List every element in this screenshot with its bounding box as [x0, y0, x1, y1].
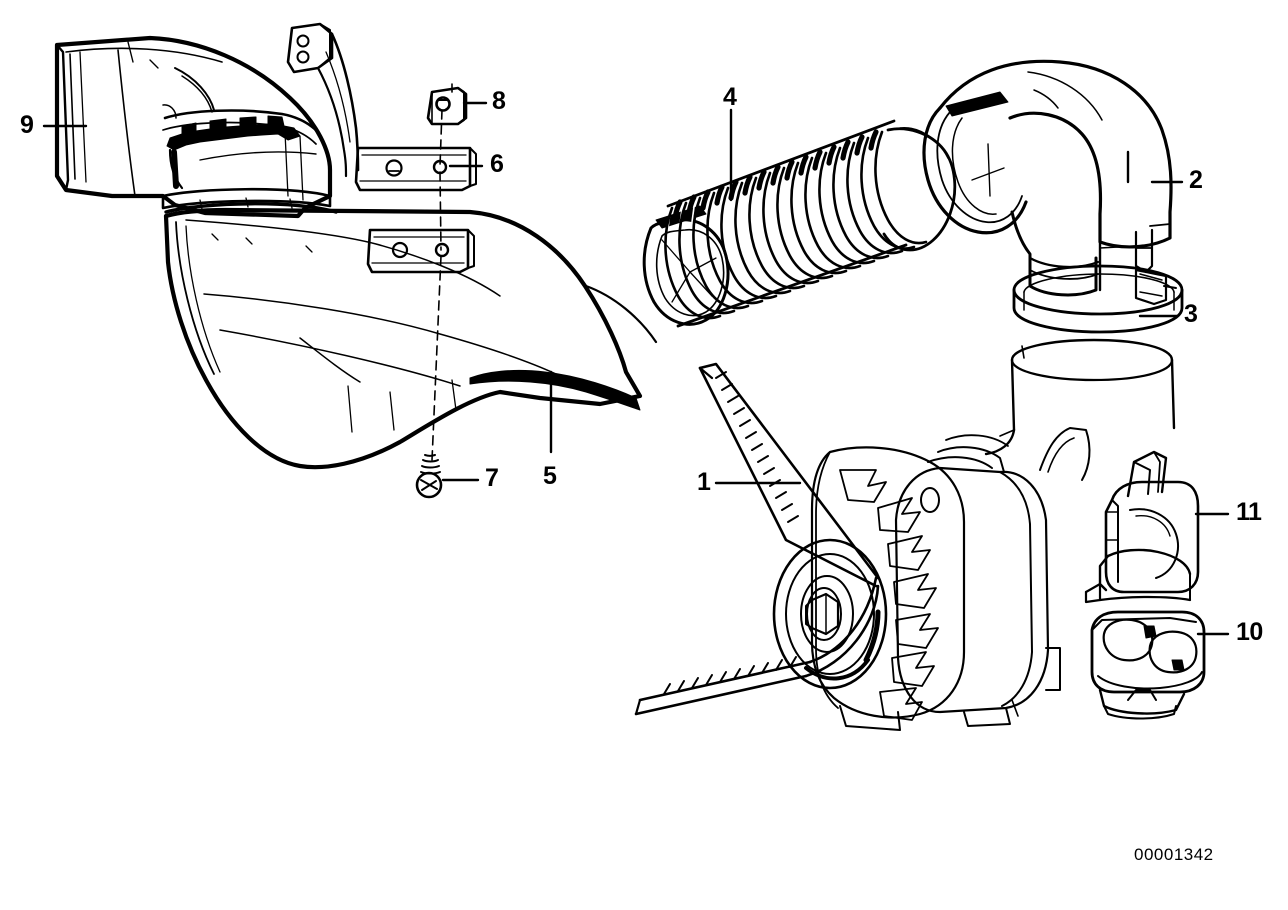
diagram-id-code: 00001342 [1134, 845, 1214, 864]
alternator [772, 427, 1091, 731]
callout-3: 3 [1184, 300, 1198, 328]
part-1-v-belt [634, 362, 880, 716]
callout-7: 7 [485, 464, 499, 492]
part-2-intake-elbow-hose [922, 59, 1173, 297]
part-9-upper-intake-duct [54, 35, 338, 219]
callout-9: 9 [20, 111, 34, 139]
callout-11: 11 [1236, 498, 1262, 526]
part-5-lower-intake-duct [163, 207, 658, 470]
part-11-rubber-grommet-holder [1084, 450, 1200, 604]
callout-2: 2 [1189, 166, 1203, 194]
part-3-hose-clamp [1012, 264, 1184, 334]
part-4-corrugated-bellows-hose [642, 119, 957, 328]
air-filter-neck-stub [984, 338, 1176, 456]
callout-leader-lines [42, 101, 1230, 636]
callout-4: 4 [723, 83, 737, 111]
callout-8: 8 [492, 87, 506, 115]
callout-5: 5 [543, 462, 557, 490]
assembly-axis-dashed-line [431, 109, 443, 461]
part-7-screw [415, 454, 443, 499]
part-6-lower-bracket-flange [366, 228, 475, 274]
part-8-clip-nut [426, 83, 468, 126]
callout-1: 1 [697, 468, 711, 496]
callout-6: 6 [490, 150, 504, 178]
part-10-dual-cable-clip [1090, 610, 1206, 720]
callout-10: 10 [1236, 618, 1263, 646]
